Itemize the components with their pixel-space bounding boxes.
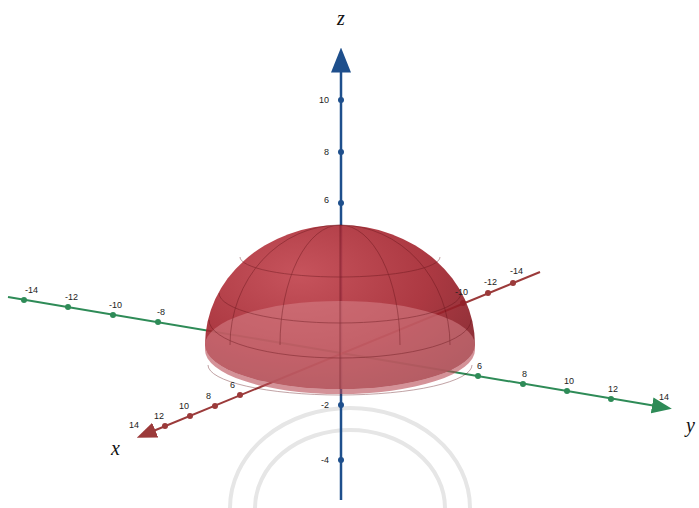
tick-number: 14 <box>659 393 669 402</box>
hemisphere <box>205 225 475 395</box>
tick-number: -12 <box>65 293 78 302</box>
tick-number: 10 <box>564 377 574 386</box>
tick-number: 12 <box>608 385 618 394</box>
axis-name: y <box>686 415 695 435</box>
y-axis <box>8 297 662 407</box>
tick-number: 6 <box>477 362 482 371</box>
tick-number: -14 <box>510 267 523 276</box>
tick-number: 8 <box>206 392 211 401</box>
tick-number: -8 <box>157 308 165 317</box>
tick-number: 12 <box>154 412 164 421</box>
tick-number: -4 <box>321 456 329 465</box>
tick-number: -10 <box>455 288 468 297</box>
y-ticks <box>21 297 614 402</box>
tick-number: -14 <box>25 286 38 295</box>
watermark <box>230 408 470 508</box>
tick-number: 6 <box>230 381 235 390</box>
tick-number: 8 <box>324 148 329 157</box>
tick-number: 10 <box>179 402 189 411</box>
tick-number: 8 <box>522 370 527 379</box>
tick-number: -10 <box>109 301 122 310</box>
tick-number: 14 <box>129 421 139 430</box>
axis-name: z <box>337 8 345 28</box>
tick-number: -12 <box>484 278 497 287</box>
axis-name: x <box>111 438 120 458</box>
tick-number: -2 <box>321 401 329 410</box>
tick-number: 10 <box>319 96 329 105</box>
tick-number: 6 <box>324 196 329 205</box>
